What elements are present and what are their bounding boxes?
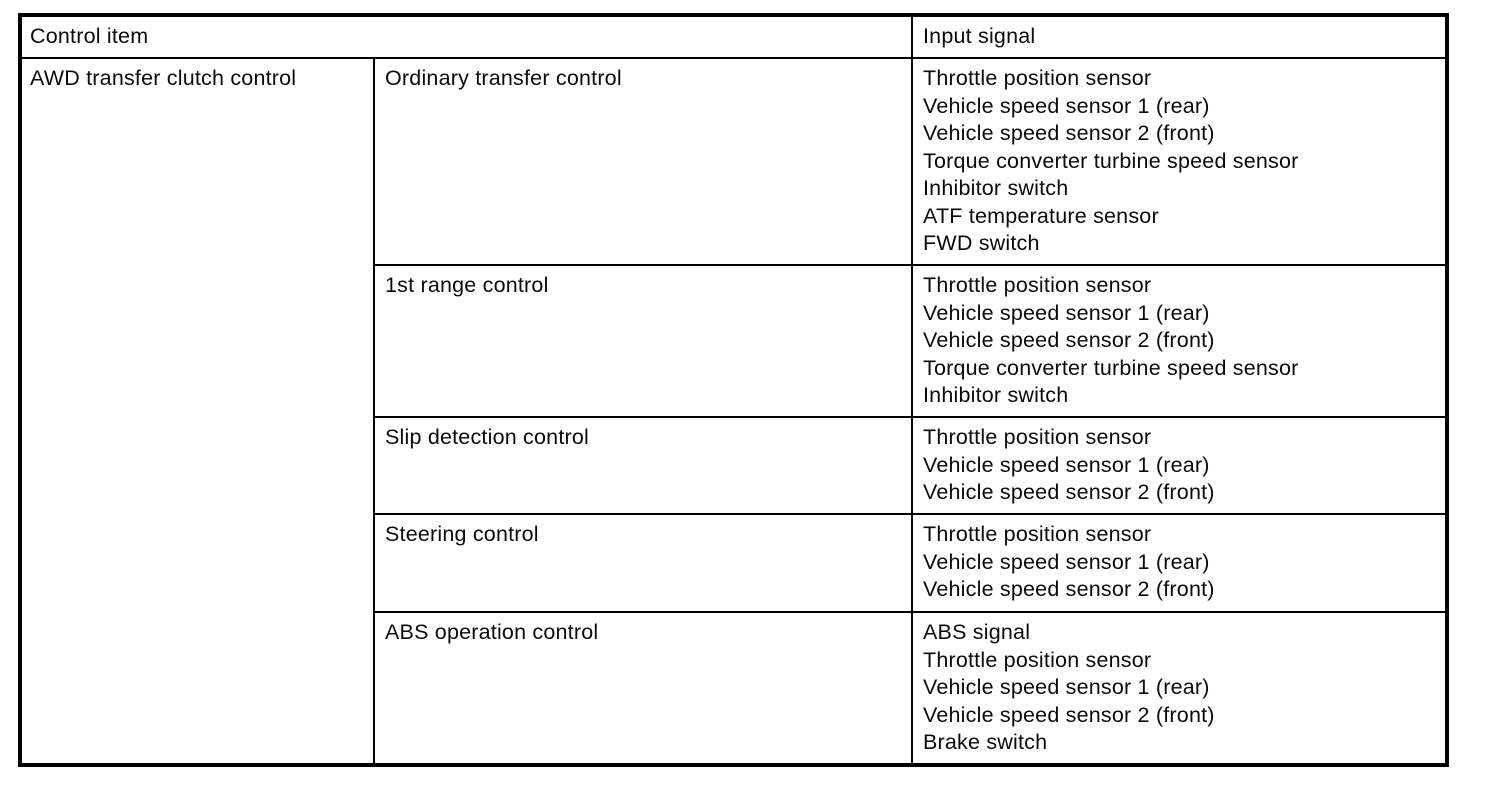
signal-line: Torque converter turbine speed sensor	[923, 148, 1299, 173]
cell-control-ordinary-transfer: Ordinary transfer control	[373, 57, 913, 266]
signal-line: ABS signal	[923, 620, 1031, 644]
table-row: Slip detection control Throttle position…	[20, 416, 1448, 515]
signal-line: Vehicle speed sensor 1 (rear)	[923, 300, 1210, 325]
signal-line: Vehicle speed sensor 2 (front)	[923, 480, 1215, 504]
signal-line: Brake switch	[923, 730, 1048, 754]
cell-control-1st-range: 1st range control	[373, 264, 913, 418]
cell-signals-abs-operation: ABS signal Throttle position sensor Vehi…	[911, 611, 1448, 766]
cell-control-slip-detection: Slip detection control	[373, 416, 913, 515]
signal-line: Throttle position sensor	[923, 647, 1152, 672]
control-input-signal-table: Control item Input signal AWD transfer c…	[18, 13, 1449, 767]
signal-line: Vehicle speed sensor 1 (rear)	[923, 675, 1210, 699]
signal-line: Vehicle speed sensor 2 (front)	[923, 121, 1215, 145]
table-row: ABS operation control ABS signal Throttl…	[20, 611, 1448, 766]
table-row: AWD transfer clutch control Ordinary tra…	[19, 57, 1448, 766]
cell-signals-steering: Throttle position sensor Vehicle speed s…	[911, 513, 1448, 613]
cell-control-steering: Steering control	[373, 513, 913, 613]
signal-line: Vehicle speed sensor 2 (front)	[923, 577, 1215, 601]
signal-line: Throttle position sensor	[923, 273, 1152, 297]
signal-line: Vehicle speed sensor 1 (rear)	[923, 93, 1210, 118]
table-header-row: Control item Input signal	[19, 14, 1448, 59]
signal-line: Throttle position sensor	[923, 66, 1152, 90]
signal-line: Vehicle speed sensor 2 (front)	[923, 702, 1215, 727]
header-input-signal: Input signal	[911, 14, 1448, 59]
signal-line: Vehicle speed sensor 2 (front)	[923, 328, 1215, 352]
cell-control-abs-operation: ABS operation control	[373, 611, 913, 766]
signal-line: FWD switch	[923, 231, 1040, 255]
cell-signals-slip-detection: Throttle position sensor Vehicle speed s…	[911, 416, 1448, 515]
header-control-item: Control item	[19, 14, 913, 59]
cell-signals-ordinary-transfer: Throttle position sensor Vehicle speed s…	[911, 57, 1448, 266]
signal-line: Throttle position sensor	[923, 425, 1152, 449]
signal-line: Inhibitor switch	[923, 176, 1069, 200]
signal-line: Vehicle speed sensor 1 (rear)	[923, 549, 1210, 574]
signal-line: ATF temperature sensor	[923, 203, 1159, 228]
signal-line: Torque converter turbine speed sensor	[923, 355, 1299, 380]
table-row: 1st range control Throttle position sens…	[20, 264, 1448, 418]
table-row: Steering control Throttle position senso…	[20, 513, 1448, 613]
signal-line: Throttle position sensor	[923, 522, 1152, 546]
cell-awd-transfer-clutch-control: AWD transfer clutch control	[19, 57, 375, 766]
cell-signals-1st-range: Throttle position sensor Vehicle speed s…	[911, 264, 1448, 418]
signal-line: Vehicle speed sensor 1 (rear)	[923, 452, 1210, 477]
signal-line: Inhibitor switch	[923, 383, 1069, 407]
